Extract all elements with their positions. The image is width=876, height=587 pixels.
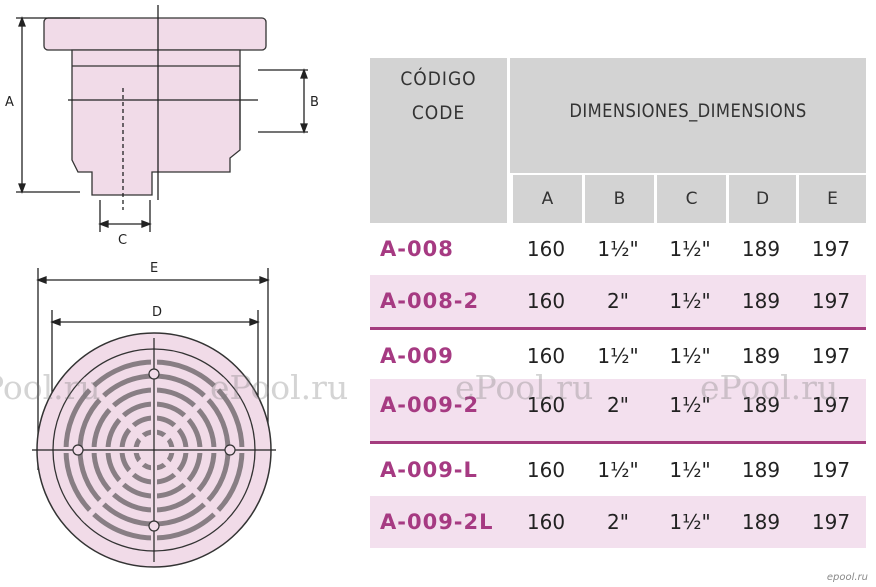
- cell-e: 197: [811, 237, 851, 261]
- product-code: A-008: [380, 237, 454, 261]
- cell-a: 160: [526, 237, 566, 261]
- cell-c: 1½": [669, 289, 711, 313]
- dimension-label-b: B: [310, 95, 319, 110]
- table-row: A-008 160 1½" 1½" 189 197: [370, 223, 866, 275]
- watermark-text: Pool.ru: [0, 368, 101, 407]
- dimensions-header: DIMENSIONES_DIMENSIONS: [569, 100, 807, 122]
- cell-c: 1½": [669, 510, 711, 534]
- column-header-d: D: [726, 175, 796, 223]
- cell-b: 2": [607, 289, 629, 313]
- column-header-e: E: [796, 175, 866, 223]
- cell-b: 2": [607, 393, 629, 417]
- dimension-label-a: A: [5, 95, 14, 110]
- watermark-text: ePool.ru: [210, 368, 349, 407]
- cell-a: 160: [526, 289, 566, 313]
- column-header-b: B: [582, 175, 654, 223]
- code-header-en: CODE: [411, 102, 466, 124]
- code-header-cell: CÓDIGO CODE: [370, 58, 510, 223]
- corner-watermark: epool.ru: [826, 572, 868, 583]
- cell-d: 189: [741, 289, 781, 313]
- technical-drawing: A B C E D: [5, 5, 319, 568]
- side-dimension-lines: [16, 5, 308, 232]
- cell-e: 197: [811, 393, 851, 417]
- cell-e: 197: [811, 289, 851, 313]
- cell-b: 1½": [597, 237, 639, 261]
- product-code: A-009-2: [380, 393, 480, 417]
- table-row: A-009-2L 160 2" 1½" 189 197: [370, 496, 866, 548]
- top-view-grate: [32, 332, 276, 568]
- cell-e: 197: [811, 344, 851, 368]
- product-code: A-008-2: [380, 289, 480, 313]
- cell-a: 160: [526, 393, 566, 417]
- watermark-text: ePool.ru: [455, 368, 594, 407]
- cell-d: 189: [741, 458, 781, 482]
- cell-c: 1½": [669, 393, 711, 417]
- cell-b: 1½": [597, 458, 639, 482]
- cell-c: 1½": [669, 344, 711, 368]
- cell-d: 189: [741, 344, 781, 368]
- cell-c: 1½": [669, 237, 711, 261]
- watermark-text: ePool.ru: [700, 368, 839, 407]
- table-row: A-009 160 1½" 1½" 189 197: [370, 327, 866, 379]
- product-code: A-009-2L: [380, 510, 494, 534]
- cell-b: 2": [607, 510, 629, 534]
- cell-d: 189: [741, 237, 781, 261]
- table-row: A-009-L 160 1½" 1½" 189 197: [370, 441, 866, 493]
- column-header-c: C: [654, 175, 726, 223]
- cell-d: 189: [741, 393, 781, 417]
- cell-b: 1½": [597, 344, 639, 368]
- dimension-label-c: C: [118, 233, 127, 248]
- cell-a: 160: [526, 344, 566, 368]
- cell-d: 189: [741, 510, 781, 534]
- code-header-es: CÓDIGO: [400, 68, 477, 90]
- product-code: A-009-L: [380, 458, 478, 482]
- table-row: A-008-2 160 2" 1½" 189 197: [370, 275, 866, 327]
- side-view: [43, 17, 267, 196]
- column-header-a: A: [510, 175, 582, 223]
- cell-a: 160: [526, 458, 566, 482]
- product-code: A-009: [380, 344, 454, 368]
- dimension-label-e: E: [150, 261, 158, 276]
- cell-e: 197: [811, 458, 851, 482]
- cell-c: 1½": [669, 458, 711, 482]
- table-row: A-009-2 160 2" 1½" 189 197: [370, 379, 866, 441]
- cell-a: 160: [526, 510, 566, 534]
- dimension-label-d: D: [152, 305, 162, 320]
- cell-e: 197: [811, 510, 851, 534]
